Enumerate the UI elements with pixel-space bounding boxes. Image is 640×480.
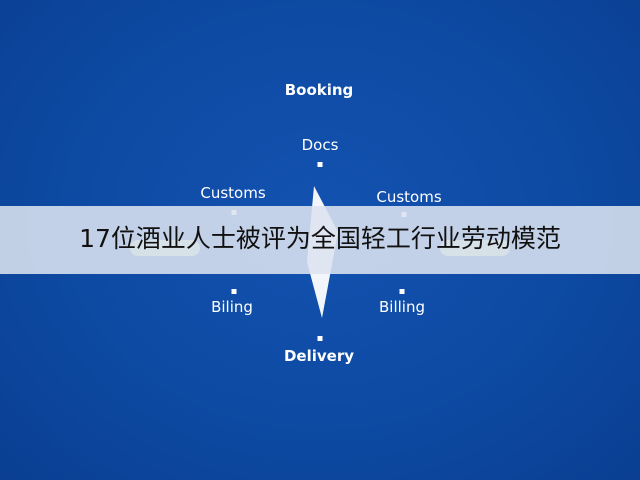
right-billing-dot <box>399 289 405 294</box>
right-billing-label: Billing <box>379 298 425 316</box>
delivery-label: Delivery <box>283 347 355 365</box>
right-customs-label: Customs <box>376 188 442 206</box>
left-billing-dot <box>231 289 237 294</box>
docs-dot <box>317 162 323 167</box>
caption-banner <box>0 206 640 274</box>
left-customs-label: Customs <box>200 184 266 202</box>
delivery-dot <box>317 336 323 341</box>
caption-text: 17位酒业人士被评为全国轻工行业劳动模范 <box>79 224 561 253</box>
booking-label: Booking <box>284 81 354 99</box>
left-billing-label: Biling <box>211 298 253 316</box>
docs-label: Docs <box>301 136 339 154</box>
